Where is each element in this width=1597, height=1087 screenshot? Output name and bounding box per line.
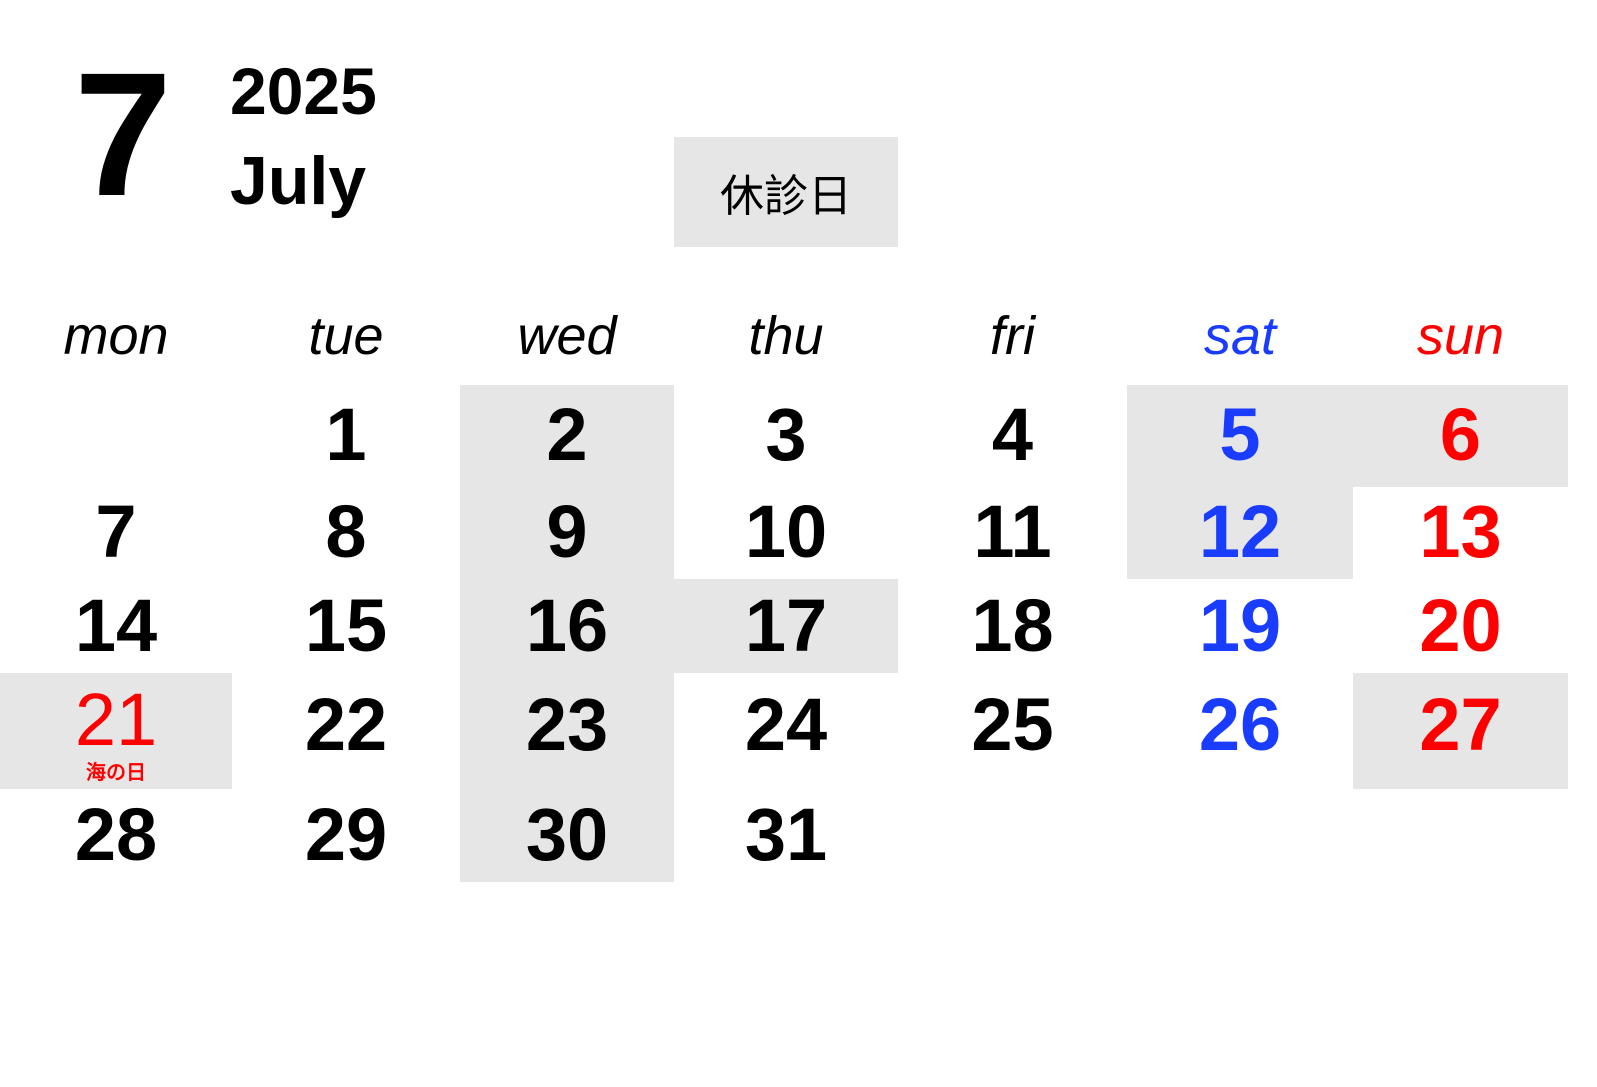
- day-27: 27: [1419, 683, 1502, 766]
- day-10: 10: [744, 490, 828, 573]
- day-19: 19: [1198, 584, 1282, 667]
- closed-day-legend-label: 休診日: [720, 172, 852, 221]
- day-14: 14: [74, 584, 158, 667]
- closed-day-shade: [1127, 385, 1353, 487]
- weekday-wed: wed: [517, 306, 617, 366]
- weekday-fri: fri: [990, 306, 1035, 366]
- day-28: 28: [74, 793, 158, 876]
- closed-day-shade: [1353, 385, 1568, 487]
- day-5: 5: [1219, 393, 1261, 476]
- day-13: 13: [1419, 490, 1502, 573]
- month-number: 7: [74, 37, 172, 233]
- year: 2025: [230, 54, 377, 128]
- day-26: 26: [1198, 683, 1282, 766]
- day-21: 21: [74, 678, 158, 761]
- day-16: 16: [525, 584, 609, 667]
- day-20: 20: [1419, 584, 1502, 667]
- day-18: 18: [971, 584, 1054, 667]
- closed-day-shade: [460, 487, 674, 579]
- day-15: 15: [304, 584, 388, 667]
- day-22: 22: [304, 683, 388, 766]
- closed-day-shade: [674, 579, 898, 673]
- day-11: 11: [973, 490, 1052, 573]
- day-29: 29: [304, 793, 388, 876]
- closed-day-shade: [1127, 487, 1353, 579]
- day-31: 31: [744, 793, 828, 876]
- day-23: 23: [525, 683, 609, 766]
- weekday-tue: tue: [308, 306, 384, 366]
- day-12: 12: [1198, 490, 1282, 573]
- closed-day-shade: [460, 385, 674, 487]
- weekday-mon: mon: [63, 306, 169, 366]
- closed-day-shade: [1353, 673, 1568, 789]
- day-9: 9: [546, 490, 588, 573]
- day-6: 6: [1439, 393, 1482, 476]
- closed-day-legend: 休診日: [674, 137, 898, 247]
- day-4: 4: [991, 393, 1034, 476]
- day-8: 8: [325, 490, 367, 573]
- closed-day-shade: [460, 579, 674, 673]
- day-25: 25: [971, 683, 1054, 766]
- day-17: 17: [744, 584, 828, 667]
- day-1: 1: [325, 393, 367, 476]
- day-30: 30: [525, 793, 609, 876]
- closed-day-shade: [0, 673, 232, 789]
- weekday-sat: sat: [1203, 306, 1277, 366]
- weekday-thu: thu: [748, 306, 824, 366]
- month-name: July: [230, 143, 367, 219]
- closed-day-shade: [460, 673, 674, 789]
- weekday-sun: sun: [1416, 306, 1505, 366]
- day-24: 24: [744, 683, 828, 766]
- holiday-label: 海の日: [86, 762, 146, 784]
- closed-day-shade: [460, 789, 674, 882]
- day-2: 2: [546, 393, 588, 476]
- day-3: 3: [765, 393, 807, 476]
- day-7: 7: [95, 490, 137, 573]
